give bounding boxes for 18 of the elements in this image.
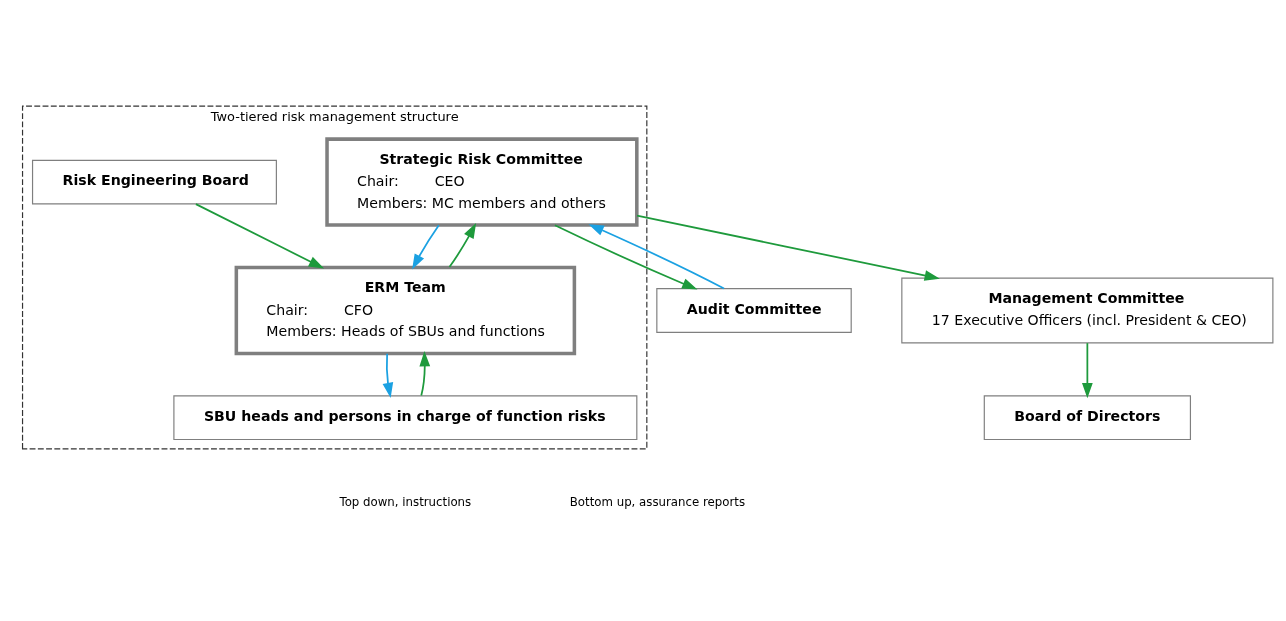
node-box: Strategic Risk Committee Chair: CEO Members: MC members and others [325, 137, 639, 227]
arrow [382, 352, 394, 399]
arrow [412, 224, 440, 270]
arrow [195, 203, 325, 269]
legend-label: Top down, instructions [339, 495, 472, 510]
node-box: SBU heads and persons in charge of function risks [173, 395, 638, 441]
node-box: Risk Engineering Board [31, 159, 277, 205]
arrow [448, 222, 477, 268]
arrow [1082, 342, 1093, 399]
arrow [636, 214, 940, 281]
node-box: Audit Committee [656, 288, 852, 333]
node-box: Board of Directors [983, 395, 1191, 441]
arrow [419, 351, 431, 397]
legend-label: Bottom up, assurance reports [569, 495, 746, 510]
arrow [554, 224, 698, 290]
arrow [588, 224, 725, 290]
node-box: Management Committee 17 Executive Officers (incl. President & CEO) [901, 277, 1274, 344]
node-box: ERM Team Chair: CFO Members: Heads of SBUs and functions [234, 265, 577, 356]
